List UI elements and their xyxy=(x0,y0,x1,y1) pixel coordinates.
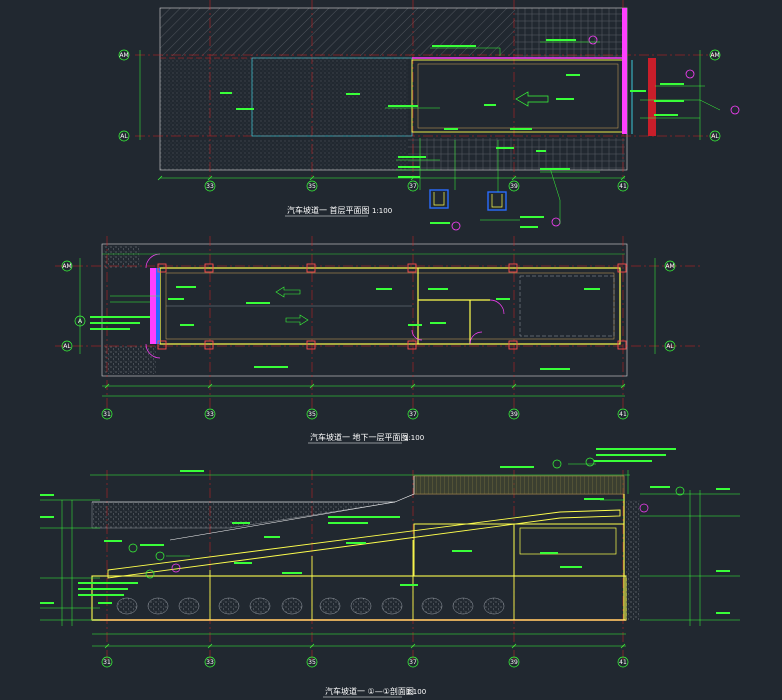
hatch-area-dots xyxy=(160,58,408,136)
side-axis-AL-right-plan2: AL xyxy=(666,343,674,350)
axis-label-37-plan2: 37 xyxy=(409,411,417,418)
axis-label-41-plan1: 41 xyxy=(619,183,627,190)
annotation-leaders-plan1 xyxy=(385,41,721,224)
section-title: 汽车坡道一 ①—①剖面图 xyxy=(325,686,414,696)
canopy-roof-fill xyxy=(414,476,624,494)
ramp-entrance-yellow xyxy=(411,59,625,133)
side-axis-AL-right-plan1: AL xyxy=(711,133,719,140)
side-axis-AM-left-plan1: AM xyxy=(119,52,128,59)
axis-label-33-plan2: 33 xyxy=(206,411,214,418)
first-floor-plan: 33 35 37 39 41 AM AL AM AL 汽车坡道一 首层平面图 1… xyxy=(118,0,740,231)
pink-callouts-section xyxy=(171,503,649,573)
axis-label-35-section: 35 xyxy=(308,659,316,666)
ramp-soil-line xyxy=(169,501,396,541)
plan2-title: 汽车坡道一 地下一层平面图 xyxy=(310,432,409,442)
callout-bubbles-plan1 xyxy=(451,35,740,231)
axis-label-35-plan2: 35 xyxy=(308,411,316,418)
arrow-left-plan2 xyxy=(275,286,301,298)
arrow-right-plan2 xyxy=(285,314,309,326)
section-columns xyxy=(209,524,515,620)
ramp-slab xyxy=(107,509,621,579)
vertical-axis-lines-section xyxy=(106,470,624,660)
entrance-red-strip xyxy=(648,58,656,136)
leader-lines-plan2 xyxy=(110,295,160,303)
side-axis-bubbles-plan1 xyxy=(118,49,721,142)
axis-label-31-section: 31 xyxy=(103,659,111,666)
dimension-ticks-plan1 xyxy=(157,175,626,181)
driving-direction-arrow xyxy=(515,91,549,107)
room-dashed xyxy=(519,275,615,337)
axis-label-35-plan1: 35 xyxy=(308,183,316,190)
axis-label-39-plan1: 39 xyxy=(510,183,518,190)
annotation-texts-plan2 xyxy=(90,286,600,370)
side-dimension-plan1 xyxy=(139,50,701,140)
detail-box-right-inner xyxy=(491,194,503,208)
side-dimension-plan2 xyxy=(79,258,656,354)
upper-room-2 xyxy=(513,523,625,577)
axis-label-41-section: 41 xyxy=(619,659,627,666)
side-axis-AL-left-plan2: AL xyxy=(63,343,71,350)
side-dimensions-section xyxy=(40,490,740,626)
axis-bubbles-plan2 xyxy=(101,408,629,420)
parked-cars-section xyxy=(116,597,505,615)
hatch-area-grid xyxy=(515,8,625,58)
entry-blue-strip xyxy=(156,268,160,344)
hatch-area-grid-lower xyxy=(408,138,625,170)
side-axis-bubbles-plan2 xyxy=(61,260,676,352)
axis-bubbles-plan1 xyxy=(204,180,629,192)
plan1-scale: 1:100 xyxy=(372,207,392,215)
side-axis-AL-left-plan1: AL xyxy=(120,133,128,140)
side-axis-AM-left-plan2: AM xyxy=(62,263,71,270)
axis-label-39-section: 39 xyxy=(510,659,518,666)
upper-room-3 xyxy=(519,527,617,555)
plan2-outline xyxy=(101,243,628,377)
leader-lines-section xyxy=(166,463,629,557)
section-callout-A-label: A xyxy=(78,318,83,325)
detail-box-left-inner xyxy=(433,192,445,206)
axis-label-37-section: 37 xyxy=(409,659,417,666)
annotation-texts-plan1 xyxy=(220,39,684,228)
ramp-upper-profile xyxy=(92,476,415,503)
section-view: 31 33 35 37 39 41 汽车坡道一 ①—①剖面图 1:100 xyxy=(40,448,740,698)
right-wall-soil xyxy=(626,500,640,620)
level-marks-section xyxy=(40,488,730,614)
canopy-edge xyxy=(622,8,627,134)
ramp-entrance-inner xyxy=(417,63,619,129)
entry-pink-strip xyxy=(150,268,156,344)
plan2-scale: 1:100 xyxy=(404,434,424,442)
callout-bubbles-section xyxy=(128,457,685,579)
hatch-area-diagonal xyxy=(160,8,515,56)
hatch-area-dots-lower xyxy=(160,140,408,170)
dimension-ticks-section xyxy=(104,643,626,649)
plan2-left-hatch-bottom xyxy=(104,346,156,374)
dimension-ticks-plan2 xyxy=(104,383,626,389)
plan1-title: 汽车坡道一 首层平面图 xyxy=(287,205,370,215)
detail-box-right xyxy=(487,191,507,211)
columns-plan2 xyxy=(157,263,627,350)
axis-label-39-plan2: 39 xyxy=(510,411,518,418)
soil-fill-left xyxy=(91,501,396,529)
axis-bubbles-section xyxy=(101,656,629,668)
section-scale: 1:100 xyxy=(406,688,426,696)
axis-label-31-plan2: 31 xyxy=(103,411,111,418)
annotation-texts-section xyxy=(78,448,676,604)
axis-label-33-section: 33 xyxy=(206,659,214,666)
axis-label-41-plan2: 41 xyxy=(619,411,627,418)
plan2-left-hatch-top xyxy=(104,246,140,268)
side-axis-AM-right-plan1: AM xyxy=(710,52,719,59)
basement-plan: A xyxy=(55,236,700,444)
vertical-axis-lines-plan2 xyxy=(106,236,624,410)
detail-box-left xyxy=(429,189,449,209)
axis-label-33-plan1: 33 xyxy=(206,183,214,190)
side-axis-AM-right-plan2: AM xyxy=(665,263,674,270)
axis-label-37-plan1: 37 xyxy=(409,183,417,190)
